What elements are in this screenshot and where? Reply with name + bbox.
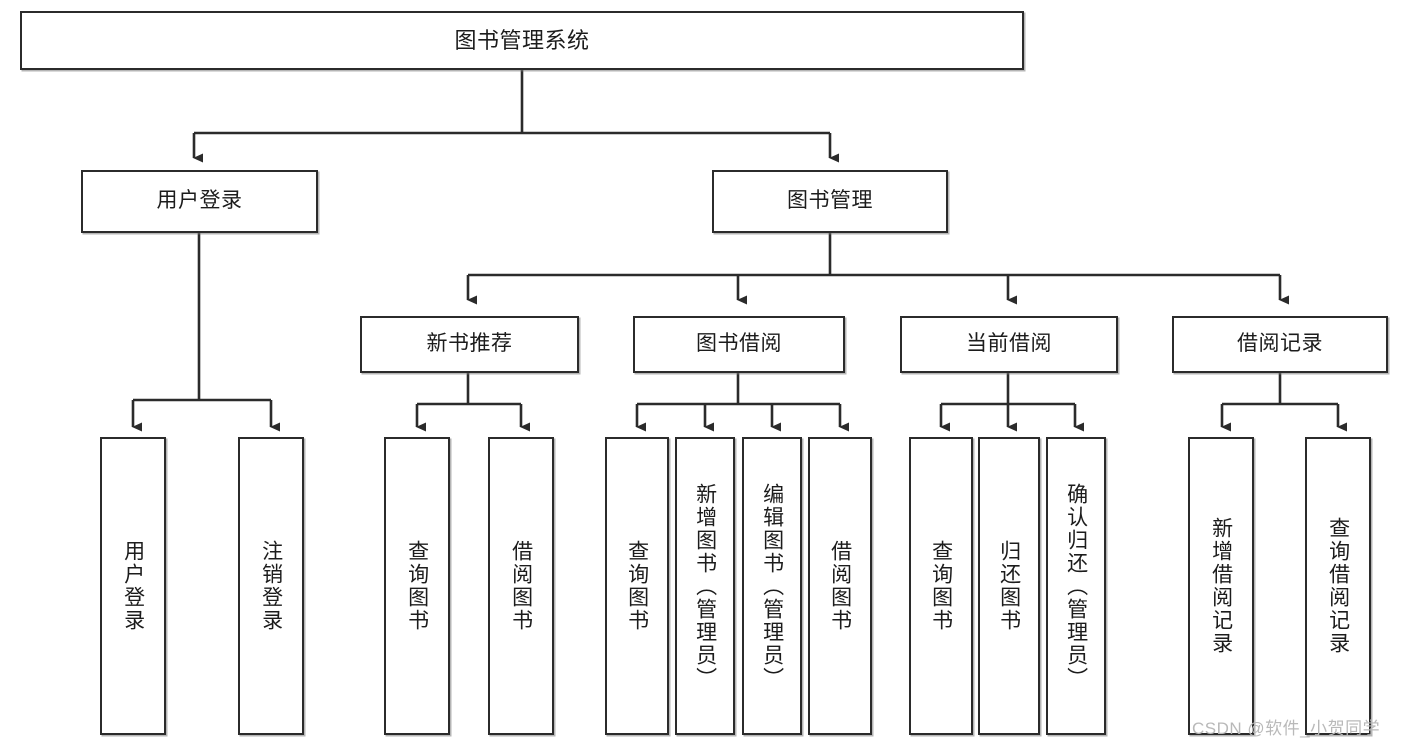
node-user-login[interactable]: 用户登录 xyxy=(81,170,318,233)
node-label: 确认归还（管理员） xyxy=(1064,482,1088,690)
node-borrow-record[interactable]: 借阅记录 xyxy=(1172,316,1388,373)
node-label: 查询图书 xyxy=(929,540,953,632)
node-label: 编辑图书（管理员） xyxy=(760,482,784,690)
node-label: 借阅记录 xyxy=(1237,332,1323,356)
leaf-confirm-return[interactable]: 确认归还（管理员） xyxy=(1046,437,1106,735)
node-book-borrow[interactable]: 图书借阅 xyxy=(633,316,845,373)
leaf-user-login[interactable]: 用户登录 xyxy=(100,437,166,735)
node-label: 用户登录 xyxy=(121,540,145,632)
node-label: 新增借阅记录 xyxy=(1209,517,1233,655)
node-label: 借阅图书 xyxy=(828,540,852,632)
node-label: 借阅图书 xyxy=(509,540,533,632)
node-label: 用户登录 xyxy=(156,189,243,213)
node-label: 图书管理 xyxy=(787,189,873,213)
node-current-borrow[interactable]: 当前借阅 xyxy=(900,316,1118,373)
leaf-return-book[interactable]: 归还图书 xyxy=(978,437,1040,735)
leaf-query-book-1[interactable]: 查询图书 xyxy=(384,437,450,735)
leaf-logout-login[interactable]: 注销登录 xyxy=(238,437,304,735)
node-label: 图书借阅 xyxy=(696,332,782,356)
leaf-query-record[interactable]: 查询借阅记录 xyxy=(1305,437,1371,735)
node-label: 归还图书 xyxy=(997,540,1021,632)
node-label: 新增图书（管理员） xyxy=(693,482,717,690)
node-label: 注销登录 xyxy=(259,540,283,632)
leaf-edit-book[interactable]: 编辑图书（管理员） xyxy=(742,437,802,735)
node-label: 查询图书 xyxy=(625,540,649,632)
node-root-system[interactable]: 图书管理系统 xyxy=(20,11,1024,70)
leaf-borrow-book-2[interactable]: 借阅图书 xyxy=(808,437,872,735)
node-label: 查询借阅记录 xyxy=(1326,517,1350,655)
leaf-borrow-book-1[interactable]: 借阅图书 xyxy=(488,437,554,735)
node-book-management[interactable]: 图书管理 xyxy=(712,170,948,233)
node-label: 当前借阅 xyxy=(966,332,1052,356)
leaf-query-book-2[interactable]: 查询图书 xyxy=(605,437,669,735)
leaf-query-book-3[interactable]: 查询图书 xyxy=(909,437,973,735)
leaf-add-book[interactable]: 新增图书（管理员） xyxy=(675,437,735,735)
node-label: 查询图书 xyxy=(405,540,429,632)
node-label: 图书管理系统 xyxy=(454,27,590,53)
leaf-add-record[interactable]: 新增借阅记录 xyxy=(1188,437,1254,735)
node-label: 新书推荐 xyxy=(426,332,513,356)
node-new-book-recommend[interactable]: 新书推荐 xyxy=(360,316,579,373)
